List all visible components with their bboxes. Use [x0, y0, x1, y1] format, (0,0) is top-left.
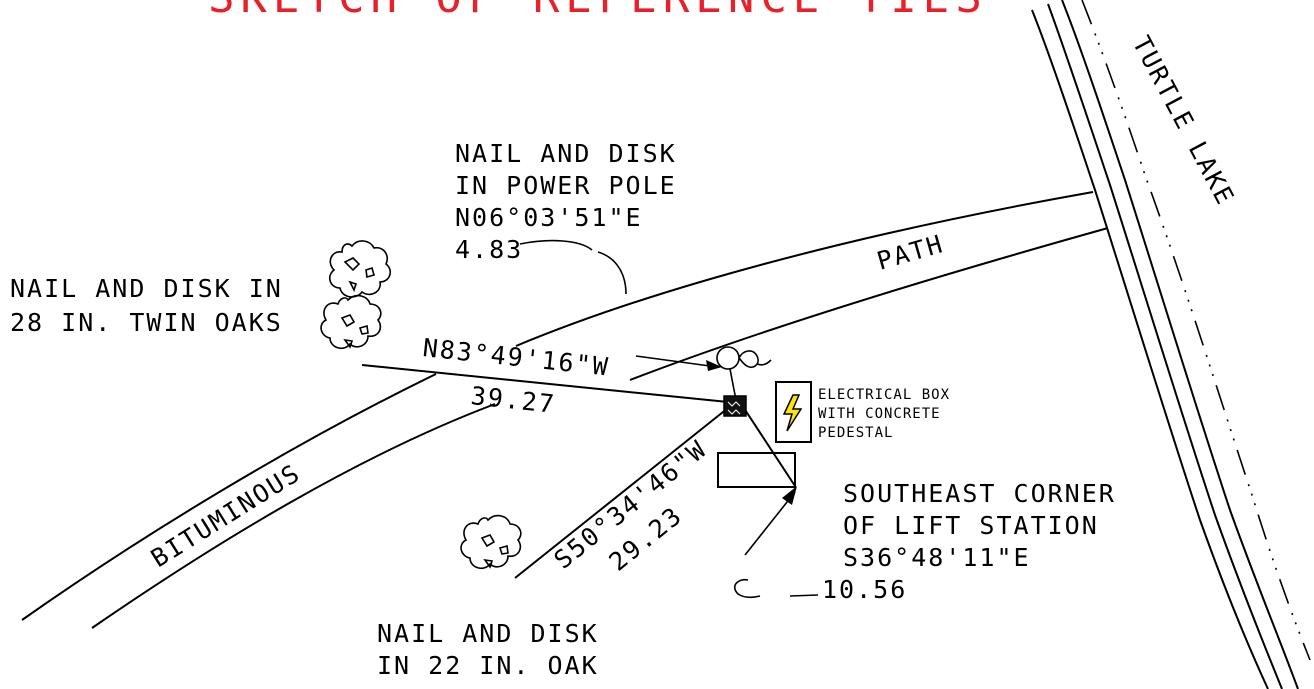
lightning-bolt-icon [782, 394, 803, 432]
22-oak-line1: NAIL AND DISK [377, 619, 599, 648]
power-pole-bearing: N06°03'51"E [455, 203, 643, 232]
benchmark-hatch [727, 401, 741, 415]
power-pole-line2: IN POWER POLE [455, 171, 677, 200]
power-pole-icon [716, 346, 772, 401]
twin-oaks-tree-icon [320, 240, 392, 350]
lift-station-line1: SOUTHEAST CORNER [843, 479, 1116, 508]
twin-oaks-line1: NAIL AND DISK IN [10, 274, 283, 303]
electrical-box [775, 381, 812, 443]
sketch-title: SKETCH OF REFERENCE TIES [208, 0, 988, 23]
22-oak-tree-icon [460, 514, 522, 570]
power-pole-line1: NAIL AND DISK [455, 139, 677, 168]
power-pole-distance: 4.83 [455, 235, 523, 264]
benchmark-marker [723, 395, 747, 417]
electrical-box-line2: WITH CONCRETE [818, 406, 941, 422]
bituminous-label: BITUMINOUS [146, 458, 306, 573]
bituminous-lines [21, 373, 496, 629]
lift-station-distance: 10.56 [822, 575, 907, 604]
power-pole-leader [519, 239, 722, 371]
22-oak-line2: IN 22 IN. OAK [377, 651, 599, 680]
electrical-box-line3: PEDESTAL [818, 425, 893, 441]
path-label: PATH [874, 229, 948, 276]
twin-oaks-distance: 39.27 [469, 381, 557, 419]
lift-station-bearing: S36°48'11"E [843, 543, 1031, 572]
twin-oaks-line2: 28 IN. TWIN OAKS [10, 308, 283, 337]
path-lines [515, 191, 1109, 381]
lift-station-leader [733, 486, 819, 599]
lift-station-line2: OF LIFT STATION [843, 511, 1099, 540]
turtle-lake-road [1031, 0, 1311, 689]
electrical-box-line1: ELECTRICAL BOX [818, 387, 950, 403]
road-label: TURTLE LAKE [1127, 31, 1241, 210]
lift-station [717, 452, 796, 488]
